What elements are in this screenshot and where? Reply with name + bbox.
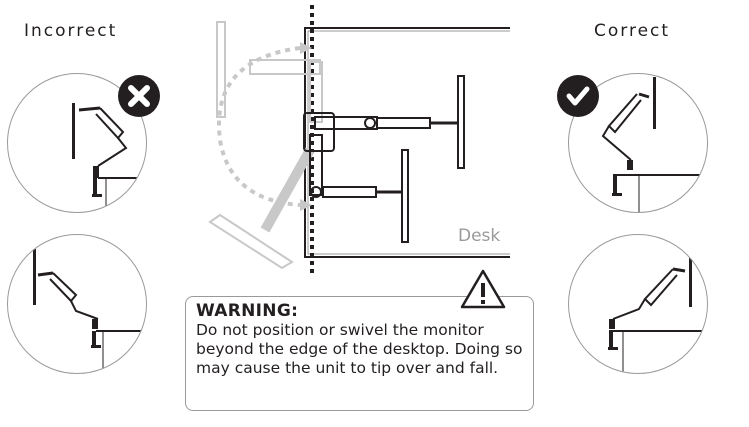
correct-badge <box>557 75 599 117</box>
warning-body: Do not position or swivel the monitor be… <box>196 321 523 377</box>
warning-triangle-icon <box>460 269 506 309</box>
desk-label: Desk <box>458 226 500 246</box>
top-view-diagram: Desk <box>208 5 510 275</box>
incorrect-example-bottom <box>7 234 147 374</box>
correct-label: Correct <box>594 21 671 41</box>
monitor-arm-illustration <box>608 257 707 373</box>
check-mark-icon <box>566 86 590 106</box>
incorrect-badge <box>118 75 160 117</box>
monitor-arm-illustration <box>72 103 146 212</box>
incorrect-label: Incorrect <box>24 21 118 41</box>
monitor-arm-illustration <box>601 77 707 212</box>
warning-box: WARNING: Do not position or swivel the m… <box>185 296 534 411</box>
monitor-arm-illustration <box>33 249 146 373</box>
correct-example-bottom <box>568 234 708 374</box>
warning-title: WARNING: <box>196 301 299 321</box>
x-mark-icon <box>128 85 150 107</box>
